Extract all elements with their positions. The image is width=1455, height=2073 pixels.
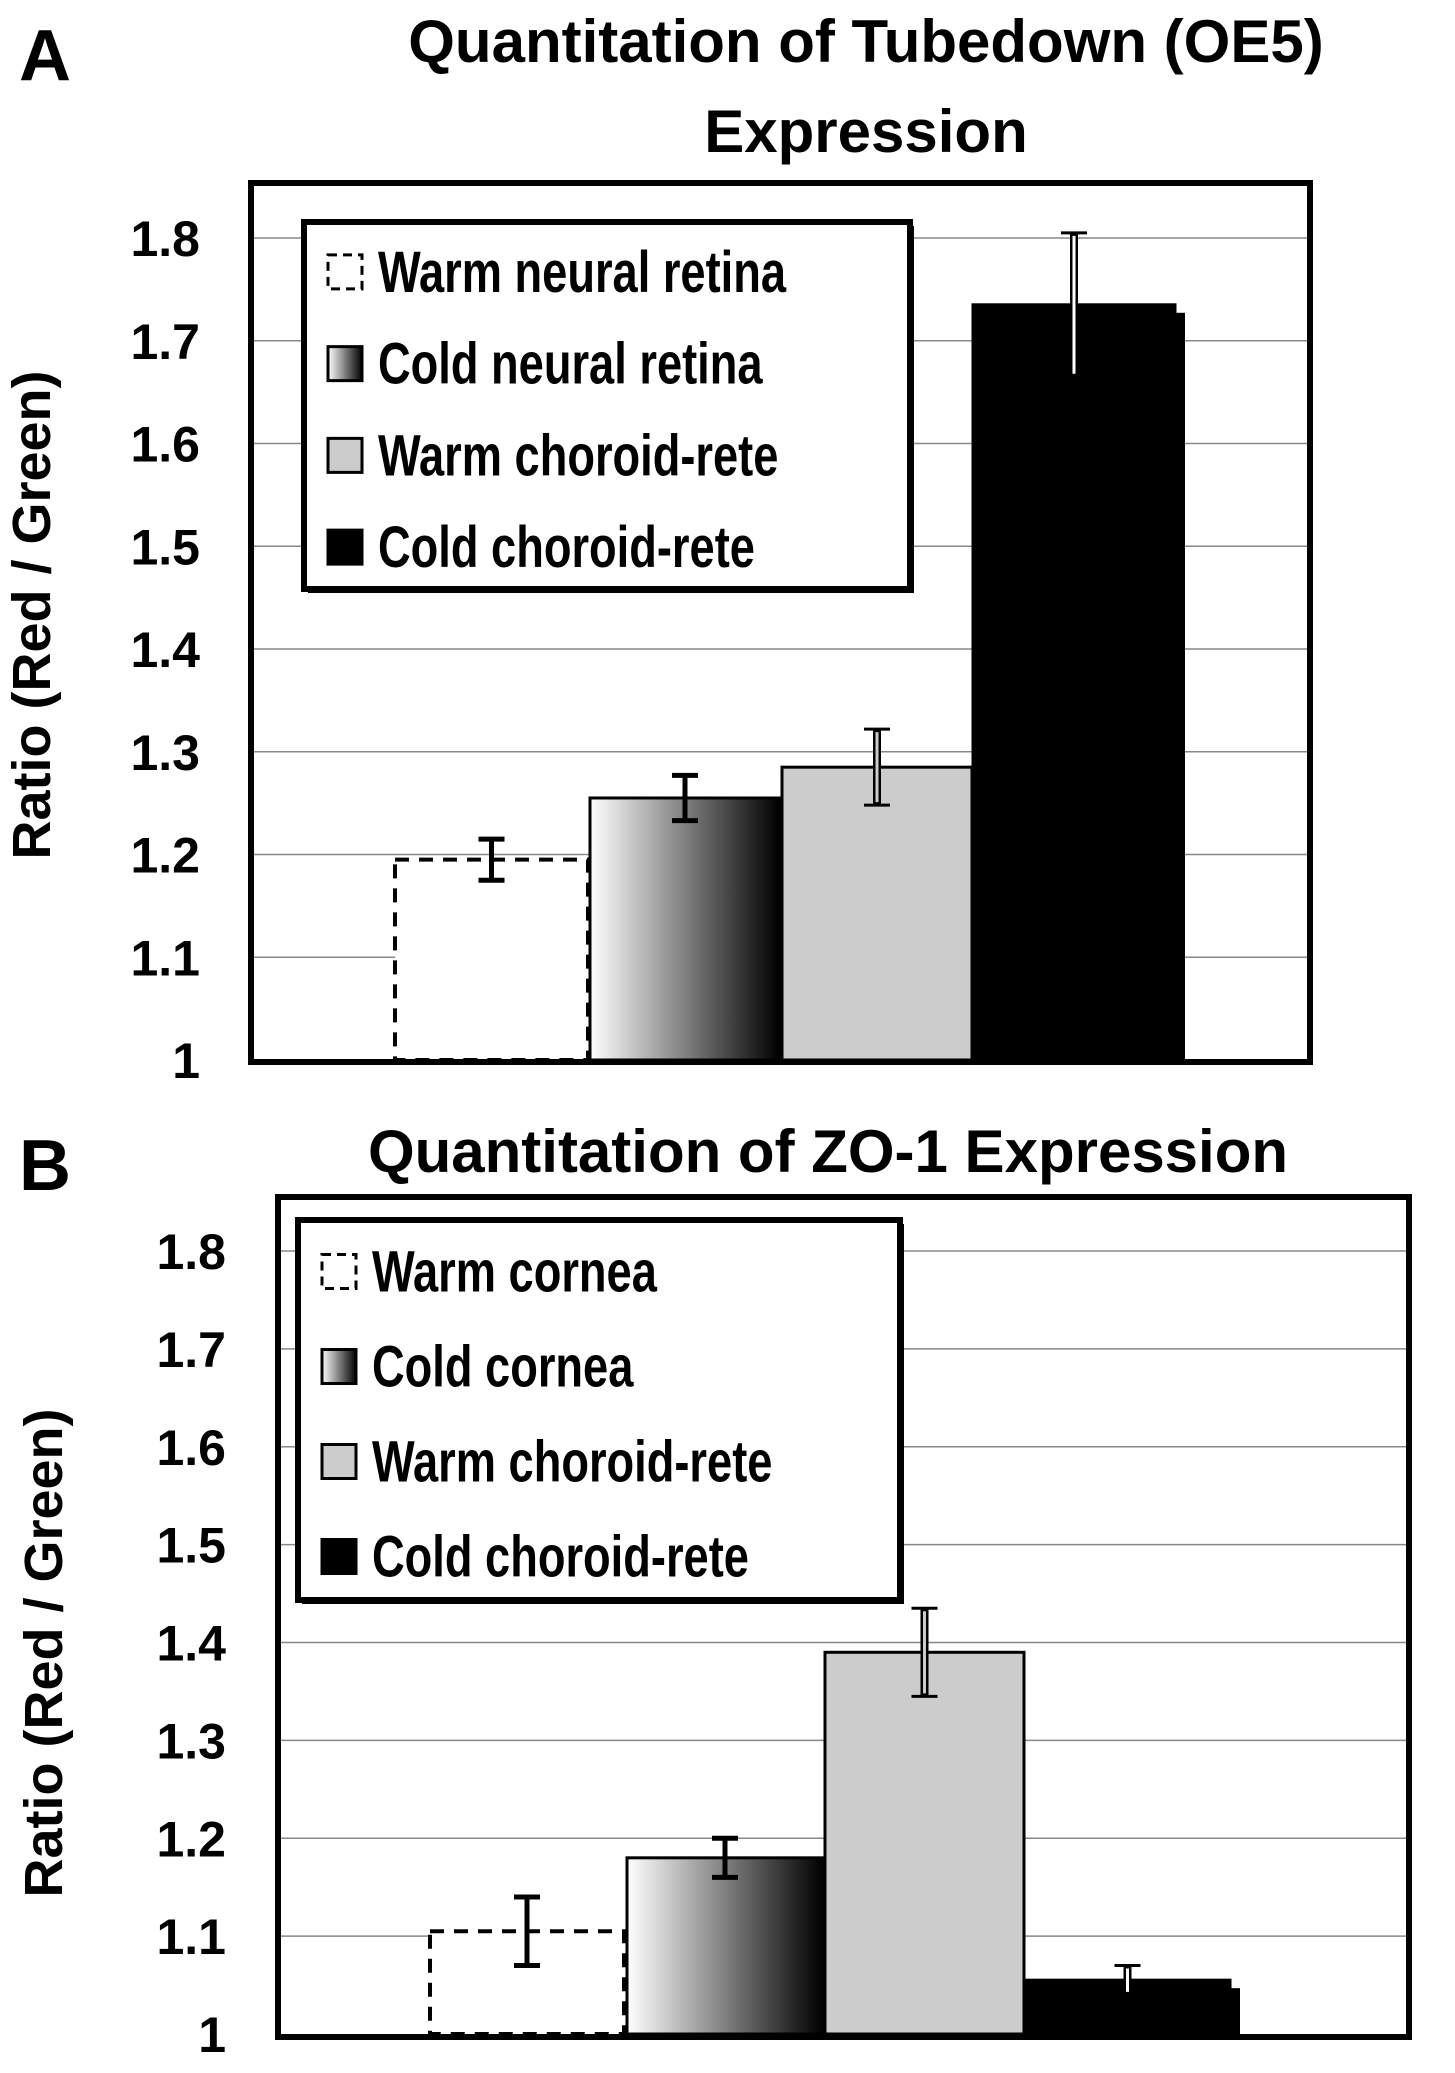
legend-box xyxy=(301,219,913,592)
y-tick-label: 1 xyxy=(198,2007,226,2063)
legend-swatch xyxy=(320,1443,358,1480)
y-tick-label: 1.3 xyxy=(156,1713,226,1769)
panel-label: B xyxy=(19,1126,71,1206)
legend-label: Warm choroid-rete xyxy=(372,1430,772,1495)
bar-warm-choroid-rete xyxy=(823,1650,1026,2036)
legend-label: Cold neural retina xyxy=(378,332,763,397)
legend-swatch xyxy=(320,1253,358,1290)
legend-swatch xyxy=(326,253,364,291)
y-tick-label: 1 xyxy=(172,1033,200,1089)
chart-title: Quantitation of Tubedown (OE5) xyxy=(408,8,1323,75)
y-tick-label: 1.7 xyxy=(156,1322,226,1378)
legend-label: Warm neural retina xyxy=(378,241,787,306)
y-tick-label: 1.3 xyxy=(130,725,200,781)
chart-panel-a: A Quantitation of Tubedown (OE5) Expressio… xyxy=(2,8,1324,1089)
y-tick-label: 1.5 xyxy=(156,1518,226,1574)
plot-frame xyxy=(275,1194,1412,2040)
y-tick-label: 1.4 xyxy=(156,1616,226,1672)
legend-swatch xyxy=(320,1538,358,1575)
legend-label: Warm cornea xyxy=(372,1240,658,1305)
bar-cold-neural-retina xyxy=(588,796,782,1062)
y-tick-label: 1.4 xyxy=(130,622,200,678)
bar-warm-neural-retina xyxy=(393,857,590,1063)
y-tick-label: 1.6 xyxy=(156,1420,226,1476)
plot-frame xyxy=(248,180,1313,1065)
bar-warm-choroid-rete xyxy=(780,765,974,1062)
legend-swatch xyxy=(326,528,364,566)
legend-swatch xyxy=(326,436,364,474)
y-tick-label: 1.1 xyxy=(156,1909,226,1965)
y-tick-label: 1.5 xyxy=(130,519,200,575)
y-tick-label: 1.8 xyxy=(156,1224,226,1280)
y-axis-label: Ratio (Red / Green) xyxy=(2,370,62,859)
y-tick-label: 1.7 xyxy=(130,314,200,370)
legend-box xyxy=(295,1217,903,1603)
y-tick-label: 1.6 xyxy=(130,417,200,473)
y-tick-label: 1.8 xyxy=(130,211,200,267)
y-tick-label: 1.2 xyxy=(156,1811,226,1867)
legend-swatch xyxy=(326,345,364,383)
panel-label: A xyxy=(19,16,71,96)
bar-cold-cornea xyxy=(625,1856,825,2036)
bar-cold-choroid-rete xyxy=(971,303,1177,1062)
legend-label: Cold choroid-rete xyxy=(378,516,755,581)
y-tick-label: 1.1 xyxy=(130,930,200,986)
chart-title: Quantitation of ZO-1 Expression xyxy=(368,1118,1288,1185)
legend-label: Cold choroid-rete xyxy=(372,1525,749,1590)
y-tick-label: 1.2 xyxy=(130,828,200,884)
legend-swatch xyxy=(320,1348,358,1385)
legend-label: Cold cornea xyxy=(372,1335,634,1400)
legend-label: Warm choroid-rete xyxy=(378,424,778,489)
y-axis-label: Ratio (Red / Green) xyxy=(14,1408,74,1897)
chart-title: Expression xyxy=(704,98,1027,165)
